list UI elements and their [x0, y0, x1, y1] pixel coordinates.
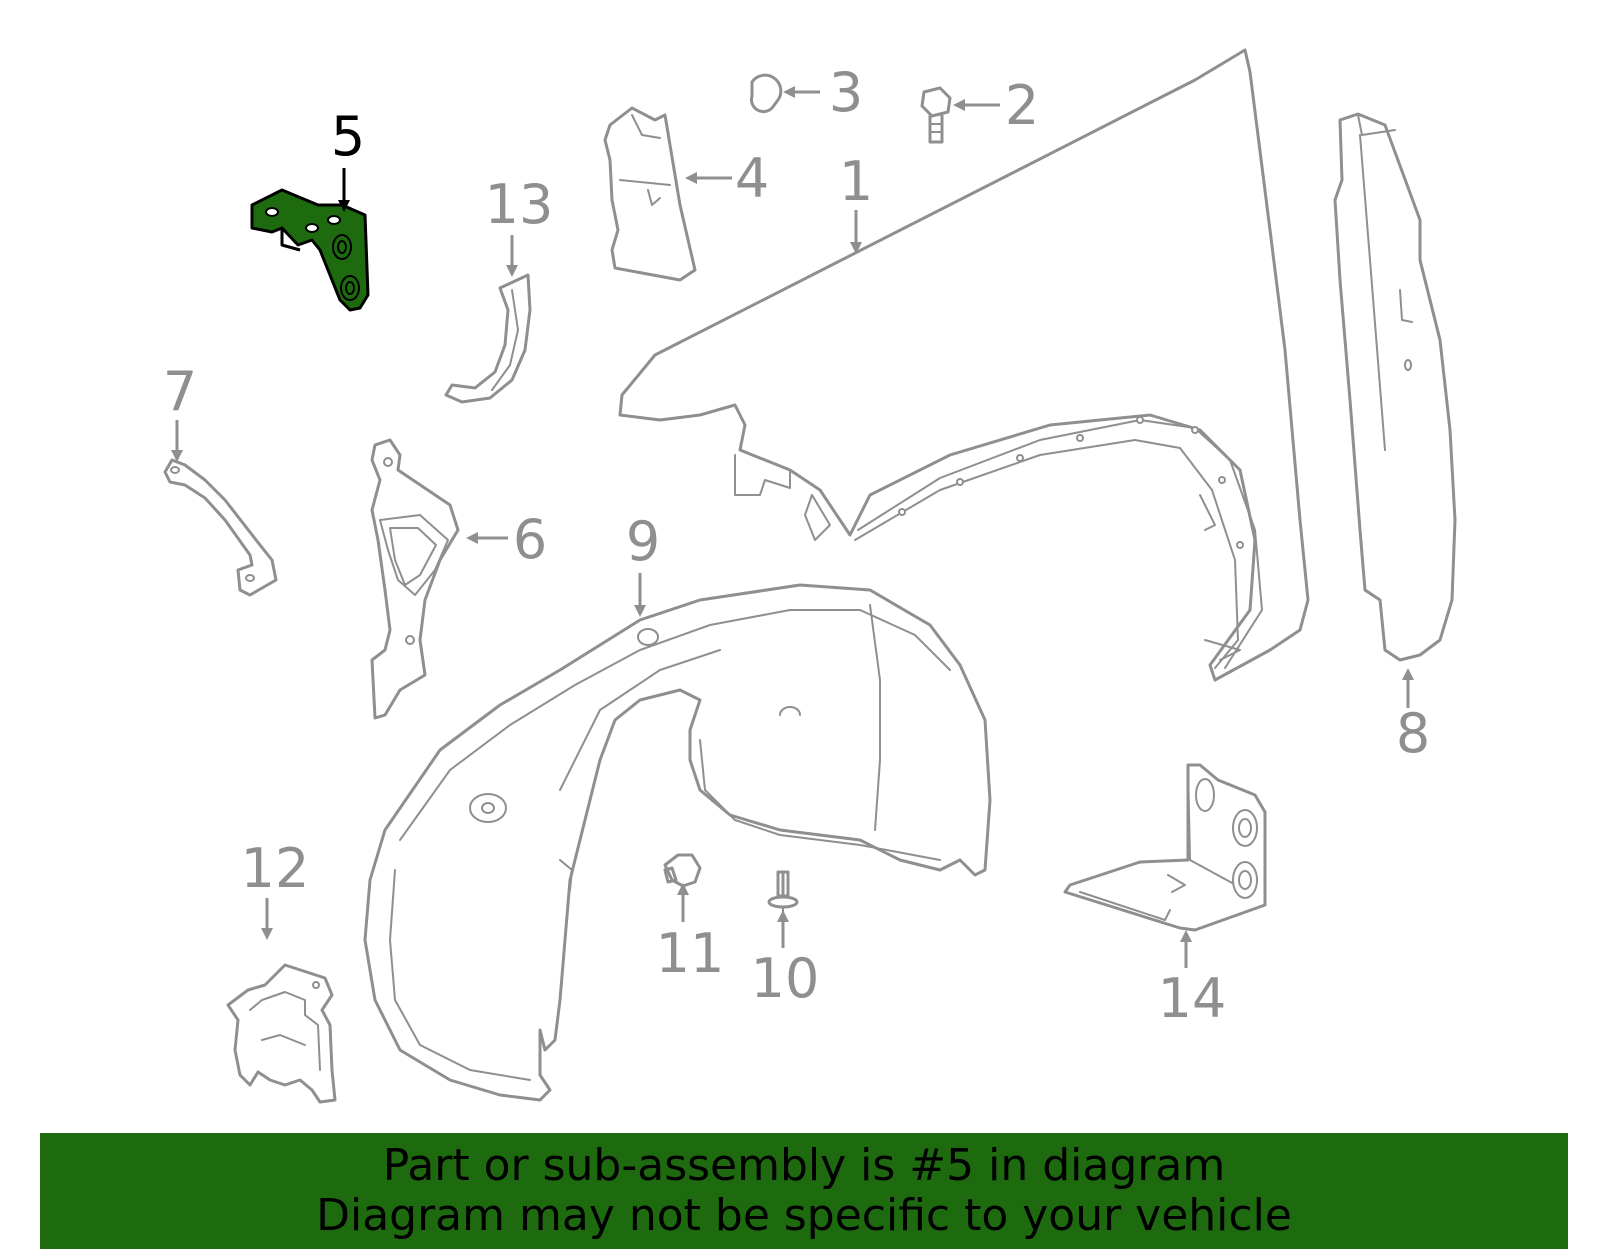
- banner-line-2: Diagram may not be specific to your vehi…: [316, 1190, 1292, 1241]
- callout-12: 12: [241, 837, 310, 900]
- part-11-push-pin[interactable]: [663, 853, 702, 888]
- part-10-fastener[interactable]: [767, 870, 799, 916]
- part-14-bracket[interactable]: [1063, 763, 1267, 932]
- part-13-seal[interactable]: [444, 273, 532, 404]
- banner-line-1: Part or sub-assembly is #5 in diagram: [382, 1140, 1226, 1191]
- part-1-fender[interactable]: [618, 48, 1310, 682]
- callout-2: 2: [1005, 74, 1039, 137]
- part-9-wheelhouse-liner[interactable]: [363, 583, 992, 1102]
- leader-lines: [171, 86, 1414, 968]
- callout-10: 10: [751, 947, 820, 1010]
- callout-6: 6: [513, 508, 547, 571]
- part-6-bracket[interactable]: [370, 438, 460, 720]
- callout-5: 5: [331, 105, 365, 168]
- part-7-rod[interactable]: [163, 458, 278, 597]
- callout-4: 4: [735, 147, 769, 210]
- part-2-bolt[interactable]: [920, 86, 952, 144]
- callout-7: 7: [163, 360, 197, 423]
- part-5-bracket-highlighted[interactable]: [250, 188, 370, 312]
- callout-8: 8: [1396, 702, 1430, 765]
- callout-13: 13: [485, 173, 554, 236]
- callout-14: 14: [1158, 967, 1227, 1030]
- info-banner: Part or sub-assembly is #5 in diagram Di…: [40, 1133, 1568, 1249]
- part-12-shield[interactable]: [226, 963, 337, 1104]
- part-4-bracket[interactable]: [603, 106, 697, 282]
- callout-9: 9: [626, 510, 660, 573]
- part-3-clip[interactable]: [749, 73, 783, 114]
- callout-1: 1: [839, 150, 873, 213]
- callout-11: 11: [656, 922, 725, 985]
- callout-3: 3: [829, 61, 863, 124]
- part-8-seal-panel[interactable]: [1333, 112, 1457, 662]
